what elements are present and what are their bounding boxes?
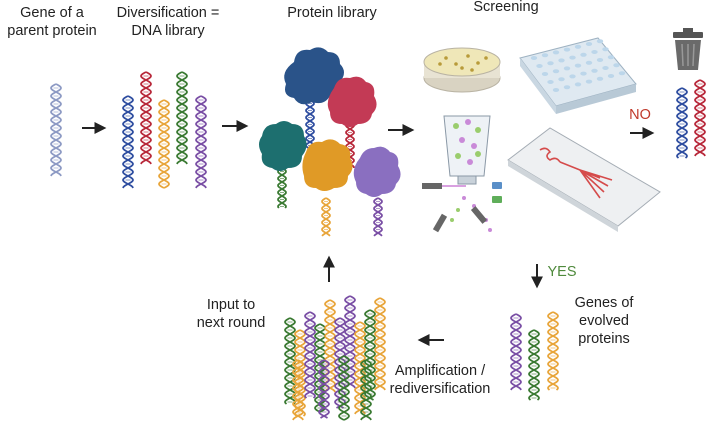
dna-library-green bbox=[176, 71, 188, 165]
microplate-well bbox=[552, 50, 560, 55]
microplate-well bbox=[580, 52, 587, 57]
microplate-well bbox=[558, 77, 565, 82]
dna-pool-10 bbox=[374, 297, 386, 391]
label-yes: YES bbox=[547, 264, 577, 280]
dna-protein-amber bbox=[321, 197, 331, 237]
microplate-well bbox=[552, 69, 560, 74]
protein-library-group bbox=[259, 47, 401, 197]
dna-pool-1 bbox=[284, 317, 296, 405]
microplate-well bbox=[596, 58, 604, 62]
dna-evolved-green bbox=[528, 329, 540, 401]
microplate-well bbox=[547, 61, 554, 66]
dna-pool-12 bbox=[338, 355, 350, 421]
cell-sorter-icon bbox=[422, 115, 502, 233]
microplate-well bbox=[585, 60, 593, 65]
microplate-well bbox=[563, 47, 571, 52]
protein-violet bbox=[353, 146, 401, 197]
dna-pool-8 bbox=[354, 321, 366, 415]
microplate-well bbox=[585, 79, 593, 84]
dna-evolved-orange bbox=[547, 311, 559, 391]
microplate-well bbox=[596, 39, 604, 44]
microplate-well bbox=[569, 74, 576, 79]
microplate-well bbox=[574, 63, 582, 68]
dna-protein-teal bbox=[277, 167, 287, 209]
microfluidic-chip-icon bbox=[507, 127, 661, 232]
label-screening: Screening bbox=[473, 0, 539, 15]
microplate-icon bbox=[519, 37, 637, 114]
microplate-well bbox=[569, 55, 576, 60]
microplate-well bbox=[591, 68, 598, 73]
microplate-well bbox=[552, 88, 560, 92]
dna-pool-4 bbox=[314, 323, 326, 413]
label-no: NO bbox=[629, 107, 651, 123]
microplate-well bbox=[618, 71, 626, 76]
microplate-well bbox=[596, 76, 604, 81]
microplate-well bbox=[607, 74, 615, 78]
dna-layer bbox=[50, 71, 706, 421]
label-amplification: Amplification /rediversification bbox=[389, 363, 491, 397]
microplate-well bbox=[574, 44, 582, 49]
dna-library-blue bbox=[122, 95, 134, 189]
microplate-well bbox=[558, 58, 565, 63]
microplate-well bbox=[585, 42, 593, 46]
microplate-well bbox=[602, 47, 609, 52]
microplate-well bbox=[541, 53, 549, 58]
protein-amber bbox=[302, 139, 353, 191]
dna-protein-navy bbox=[305, 99, 315, 151]
microplate-well bbox=[563, 85, 571, 90]
dna-library-orange bbox=[158, 99, 170, 189]
label-diversification: Diversification =DNA library bbox=[116, 5, 220, 39]
dna-pool-13 bbox=[318, 359, 330, 419]
dna-library-purple bbox=[195, 95, 207, 189]
microplate-well bbox=[536, 64, 543, 68]
microplate-well bbox=[580, 71, 587, 76]
microplate-well bbox=[563, 66, 571, 71]
protein-crimson bbox=[327, 76, 377, 127]
microplate-well bbox=[591, 50, 598, 54]
process-arrows bbox=[82, 120, 655, 346]
dna-library-red bbox=[140, 71, 152, 165]
microplate-well bbox=[530, 56, 538, 60]
dna-pool-14 bbox=[360, 359, 372, 421]
protein-teal bbox=[259, 121, 307, 171]
microplate-well bbox=[547, 80, 554, 84]
protein-navy bbox=[284, 47, 344, 105]
dna-pool-11 bbox=[292, 359, 304, 421]
dna-pool-3 bbox=[304, 311, 316, 399]
dna-parent bbox=[50, 83, 62, 177]
dna-evolved-purple bbox=[510, 313, 522, 391]
microplate-well bbox=[607, 55, 615, 60]
trash-can-icon bbox=[673, 28, 703, 70]
petri-dish-icon bbox=[423, 47, 501, 93]
microplate-well bbox=[613, 63, 620, 68]
microplate-well bbox=[574, 82, 582, 87]
label-protein-library: Protein library bbox=[287, 5, 377, 21]
dna-discard-blue bbox=[676, 87, 688, 159]
dna-protein-violet bbox=[373, 197, 383, 237]
microplate-well bbox=[602, 66, 609, 70]
dna-discard-red bbox=[694, 79, 706, 157]
microplate-well bbox=[541, 72, 549, 76]
